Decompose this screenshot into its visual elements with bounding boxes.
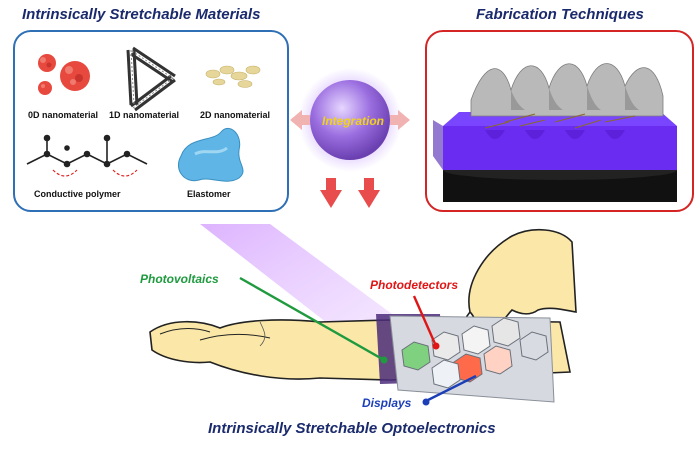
displays-leader bbox=[423, 374, 477, 404]
right-arrow-icon bbox=[390, 110, 410, 130]
conductive-polymer-illustration bbox=[26, 134, 148, 168]
photodetectors-leader bbox=[412, 295, 438, 347]
photovoltaic-pixel bbox=[401, 341, 431, 371]
fabrication-illustration bbox=[433, 63, 677, 202]
wearable-illustration bbox=[149, 224, 577, 406]
elastomer-illustration bbox=[177, 127, 244, 182]
down-arrow-icon bbox=[358, 178, 380, 208]
displays-label: Displays bbox=[362, 396, 412, 410]
integration-label: Integration bbox=[322, 114, 384, 128]
materials-illustrations bbox=[26, 46, 261, 182]
down-arrow-icon bbox=[320, 178, 342, 208]
material-label-conductive-polymer: Conductive polymer bbox=[34, 189, 121, 199]
photodetectors-label: Photodetectors bbox=[370, 278, 459, 292]
2d-nanomaterial-illustration bbox=[205, 65, 261, 88]
left-arrow-icon bbox=[290, 110, 310, 130]
1d-nanotube-illustration bbox=[126, 46, 176, 112]
integration-sphere bbox=[310, 80, 390, 160]
material-label-0d: 0D nanomaterial bbox=[28, 110, 99, 120]
device-title: Intrinsically Stretchable Optoelectronic… bbox=[208, 420, 496, 437]
material-label-2d: 2D nanomaterial bbox=[200, 110, 271, 120]
0d-nanoparticle-illustration bbox=[38, 54, 90, 95]
fabrication-title: Fabrication Techniques bbox=[476, 6, 644, 23]
integration-graphic bbox=[290, 68, 410, 208]
materials-title: Intrinsically Stretchable Materials bbox=[22, 6, 261, 23]
material-label-elastomer: Elastomer bbox=[187, 189, 231, 199]
photovoltaics-label: Photovoltaics bbox=[140, 272, 219, 286]
material-label-1d: 1D nanomaterial bbox=[109, 110, 180, 120]
photovoltaics-leader bbox=[239, 276, 385, 362]
display-pixel bbox=[483, 345, 513, 375]
